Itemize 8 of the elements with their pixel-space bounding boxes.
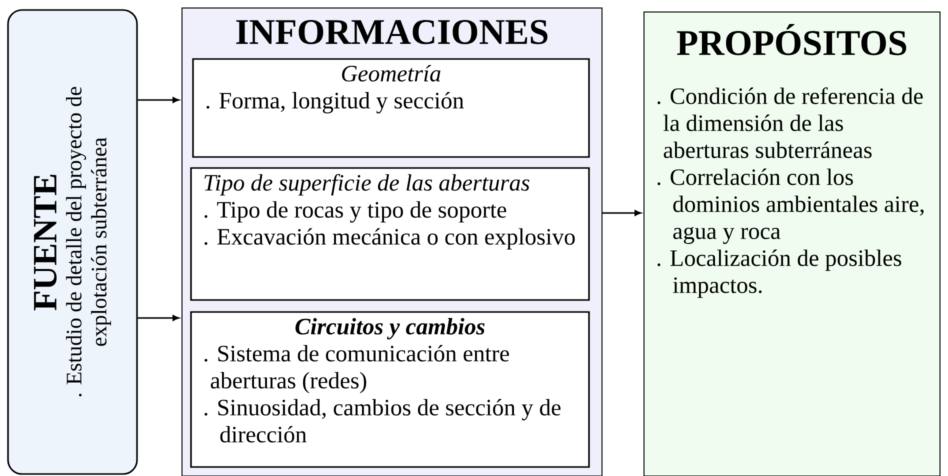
information-box: Circuitos y cambios . Sistema de comunicación entre aberturas (redes) . Sinuosidad, cambios de sección y de dirección <box>190 311 590 468</box>
arrow <box>602 210 642 216</box>
information-box: Geometría . Forma, longitud y sección <box>192 58 590 158</box>
arrow <box>138 315 180 321</box>
arrow <box>138 97 180 103</box>
information-box: Tipo de superficie de las aberturas . Tipo de rocas y tipo de soporte . Excavación mecánica o con explosivo <box>190 167 590 301</box>
source-box: FUENTE . Estudio de detalle del proyecto de explotación subterránea <box>7 9 138 475</box>
purpose-box: PROPÓSITOS . Condición de referencia de la dimensión de las aberturas subterráneas . Correlación con los dominios ambientales aire, agua y roca . Localización de posibles impactos. <box>644 12 940 476</box>
